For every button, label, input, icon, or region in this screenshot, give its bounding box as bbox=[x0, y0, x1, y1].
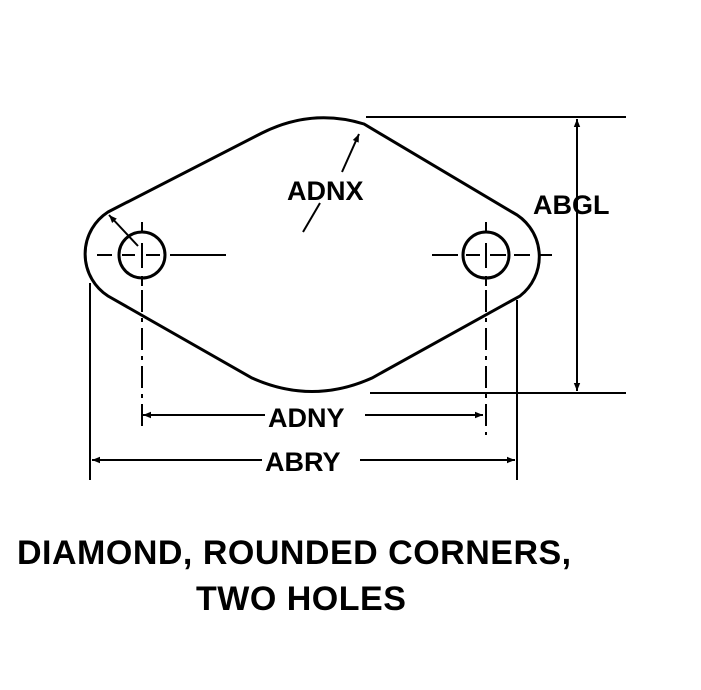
adnx-arrow bbox=[341, 133, 360, 173]
adny-label: ADNY bbox=[268, 403, 345, 433]
adnx-leader bbox=[302, 202, 321, 233]
left-hole-centerline bbox=[97, 222, 226, 286]
caption-line-2: TWO HOLES bbox=[196, 580, 407, 618]
abgl-label: ABGL bbox=[533, 190, 610, 220]
abry-label: ABRY bbox=[265, 447, 341, 477]
caption-line-1: DIAMOND, ROUNDED CORNERS, bbox=[17, 534, 572, 572]
plate-outline bbox=[83, 116, 541, 393]
right-hole-centerline bbox=[432, 222, 552, 286]
corner-radius-arrow bbox=[108, 214, 139, 247]
adnx-label: ADNX bbox=[287, 176, 364, 206]
